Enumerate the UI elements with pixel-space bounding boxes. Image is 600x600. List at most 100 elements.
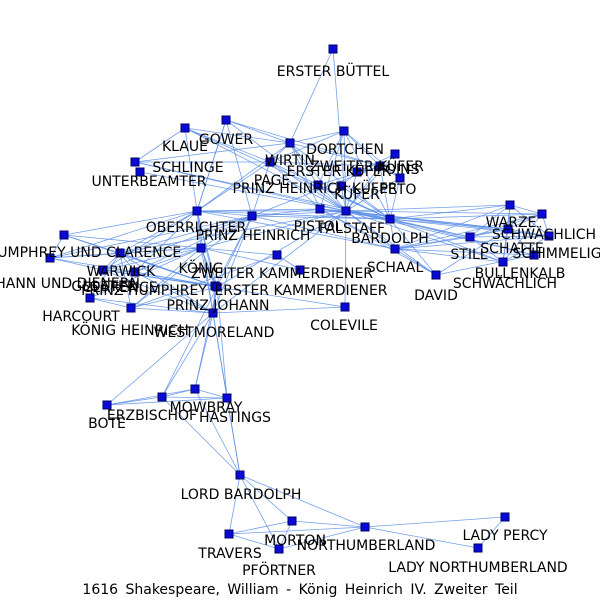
edge-bardolph-david [389,218,437,276]
edge-warze-schatte [469,204,511,238]
edge-gloster-westmoreland [102,269,214,314]
node-layer [45,44,554,554]
edge-falstaff-warwick [119,210,347,254]
edge-bardolph-schimmelig [389,218,550,237]
edge-lord_bardolph-pfoertner [239,474,280,550]
edge-oberrichter-johann_diener [49,210,198,259]
node-label-bote: BOTE [88,416,126,432]
node-westmoreland [208,308,218,318]
edge-wirtin-pistol [289,142,321,210]
node-label-bullenkalb: BULLENKALB [475,266,566,282]
node-label-erzbischof: ERZBISCHOF [107,408,197,424]
node-label-humphrey-clarence: HUMPHREY UND CLARENCE [0,245,181,261]
edge-gloster-prinz_johann [102,269,218,288]
node-label-gower: GOWER [199,132,254,148]
edge-zweiter_kuefer-falstaff [345,153,396,212]
node-koenig [196,243,206,253]
edge-prinz_heinrich-warwick [119,215,253,254]
edge-prinz_heinrich_kuefer-poins [317,165,381,186]
edge-hastings-lord_bardolph [226,397,241,476]
edge-wirtin-prinz_heinrich_kuefer [289,142,319,186]
node-label-warwick: WARWICK [87,264,157,280]
node-label-kuefer: KÜFER [334,185,380,203]
node-mowbray [190,384,200,394]
node-label-mowbray: MOWBRAY [170,400,243,416]
edge-wirtin-gower [225,119,291,144]
node-label-zweiter-kuefer: ZWEITER KÜFER [310,157,424,175]
node-schlinge [130,157,140,167]
node-prinz-johann [212,282,222,292]
edge-dortchen-wirtin [289,130,345,144]
edge-morton-northumberland [291,520,366,528]
node-label-prinz-humphrey: PRINZ HUMPHREY [81,283,207,299]
node-colevile [340,302,350,312]
node-lady-percy [500,512,510,522]
edge-koenig_heinrich-zweiter_kammerdiener [130,254,278,309]
node-prinz-heinrich [247,211,257,221]
node-label-schwaechlich: SCHWÄCHLICH [453,274,557,292]
edge-mowbray-hastings [194,388,228,399]
node-bardolph [385,214,395,224]
node-still [503,224,513,234]
edge-unterbeamter-falstaff [139,171,347,212]
edge-travers-pfoertner [228,533,280,550]
edge-koenig-clarence [134,247,202,273]
node-page [265,157,275,167]
edge-prinz_heinrich-westmoreland [212,215,253,314]
node-label-schaal: SCHAAL [367,260,424,276]
node-label-zweiter-kammerdiener: ZWEITER KAMMERDIENER [191,266,373,282]
node-warwick [115,248,125,258]
edge-warze-schwaechlich_top [509,204,543,215]
node-prinz-heinrich-kuefer [313,180,323,190]
edge-erster_buettel-wirtin [289,48,334,144]
edge-morton-pfoertner [278,520,293,550]
node-label-schlinge: SCHLINGE [152,160,223,176]
node-label-pistol: PISTOL [294,219,343,235]
edge-schaal-schwaechlich [394,248,535,256]
edge-koenig-harcourt [89,247,202,299]
edge-poins-falstaff [345,165,381,212]
edge-layer [49,48,550,550]
edge-klaue-falstaff [184,127,347,212]
edge-schwaechlich_top-bullenkalb [502,213,543,263]
node-label-schwaechlich-top: SCHWÄCHLICH [492,225,596,243]
edge-falstaff-prinz_johann [216,210,347,288]
node-label-poins: POINS [377,162,420,178]
node-peto [395,173,405,183]
node-dortchen [339,126,349,136]
node-erster-buettel [328,44,338,54]
edge-oberrichter-gower [196,119,227,212]
node-humphrey-clarence [59,230,69,240]
edge-pistol-david [319,208,437,276]
node-label-northumberland: NORTHUMBERLAND [297,538,436,554]
edge-wirtin-falstaff [289,142,347,212]
node-schwaechlich [529,250,539,260]
edge-schwaechlich-david [435,254,535,276]
edge-wirtin-bardolph [289,142,391,220]
edge-falstaff-bullenkalb [345,210,504,263]
node-label-prinz-heinrich: PRINZ HEINRICH [196,228,311,244]
edge-schaal-schimmelig [394,235,550,250]
node-david [431,270,441,280]
edge-warwick-johann_diener [49,252,121,259]
edge-still-schwaechlich_top [507,213,543,230]
edge-page-prinz_heinrich [251,161,271,217]
node-label-erster-kuefer: ERSTER KÜFER [287,162,392,180]
node-label-schimmelig: SCHIMMELIG [512,246,600,262]
edge-falstaff-schaal [345,210,396,250]
edge-clarence-gloster [102,269,136,273]
edge-lady_percy-lady_northumberland [477,516,506,549]
node-gower [221,115,231,125]
edge-schaal-schatte [394,236,471,250]
edge-prinz_johann-colevile [216,286,346,308]
node-label-travers: TRAVERS [197,546,262,562]
node-label-schatte: SCHATTE [480,241,543,257]
node-label-bardolph: BARDOLPH [351,231,428,247]
node-label-dortchen: DORTCHEN [306,142,384,158]
edge-prinz_johann-hastings [216,286,228,399]
node-label-morton: MORTON [264,533,326,549]
edge-peto-falstaff [345,177,401,212]
edge-prinz_heinrich-koenig_heinrich [130,215,253,309]
node-label-oberrichter: OBERRICHTER [146,220,247,236]
